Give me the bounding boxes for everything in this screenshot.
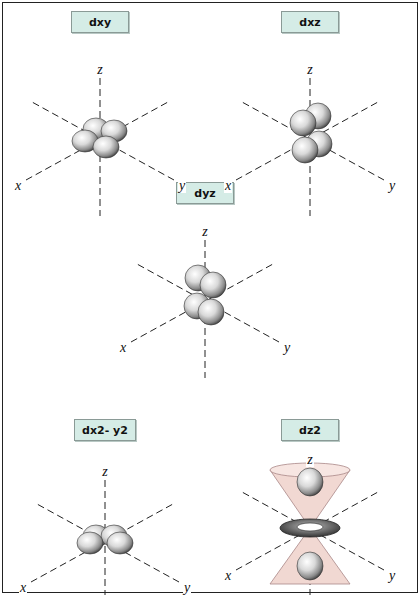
orbital-lobe [292, 137, 318, 163]
orbital-label-box: dxz [281, 11, 339, 33]
frame [3, 3, 418, 593]
orbital-name: dxz [299, 16, 320, 29]
axis-label: x [19, 581, 27, 595]
orbital-lobe [198, 299, 224, 325]
axis-label: x [14, 179, 22, 193]
torus-ring [280, 519, 340, 537]
torus-hole [297, 523, 323, 531]
orbital-name: dxy [89, 16, 111, 29]
axis-label: z [201, 225, 208, 239]
axis-line [137, 264, 279, 342]
axis-label: x [119, 341, 127, 355]
axis-label: y [388, 569, 396, 583]
axis-label: z [306, 63, 313, 77]
orbital-lobe [200, 272, 226, 298]
orbital-lobe [107, 532, 133, 554]
axis-label: z [96, 63, 103, 77]
axis-line [131, 264, 273, 342]
axis-line [32, 102, 174, 180]
orbital-lobe [77, 532, 103, 554]
orbital-name: dx2- y2 [82, 424, 128, 437]
orbital-name: dz2 [299, 424, 321, 437]
axis-label: z [101, 465, 108, 479]
orbital-lobe [297, 468, 323, 496]
axis-label: y [283, 341, 291, 355]
orbital-label-box: dxy [71, 11, 129, 33]
axis-line [236, 102, 378, 180]
orbital-lobe [290, 110, 316, 136]
axis-label: y [183, 581, 191, 595]
orbital-label-box: dz2 [281, 419, 339, 441]
axis-label: x [224, 569, 232, 583]
axis-line [37, 504, 179, 582]
axis-label: y [178, 179, 186, 193]
axis-label: y [388, 179, 396, 193]
orbital-lobe [297, 552, 323, 580]
axis-line [26, 102, 168, 180]
orbital-name: dyz [194, 187, 215, 200]
axis-label: x [224, 179, 232, 193]
axis-line [31, 504, 173, 582]
axis-label: z [306, 453, 313, 467]
orbital-lobe [93, 136, 119, 158]
axis-line [242, 102, 384, 180]
orbital-label-box: dx2- y2 [74, 419, 136, 441]
